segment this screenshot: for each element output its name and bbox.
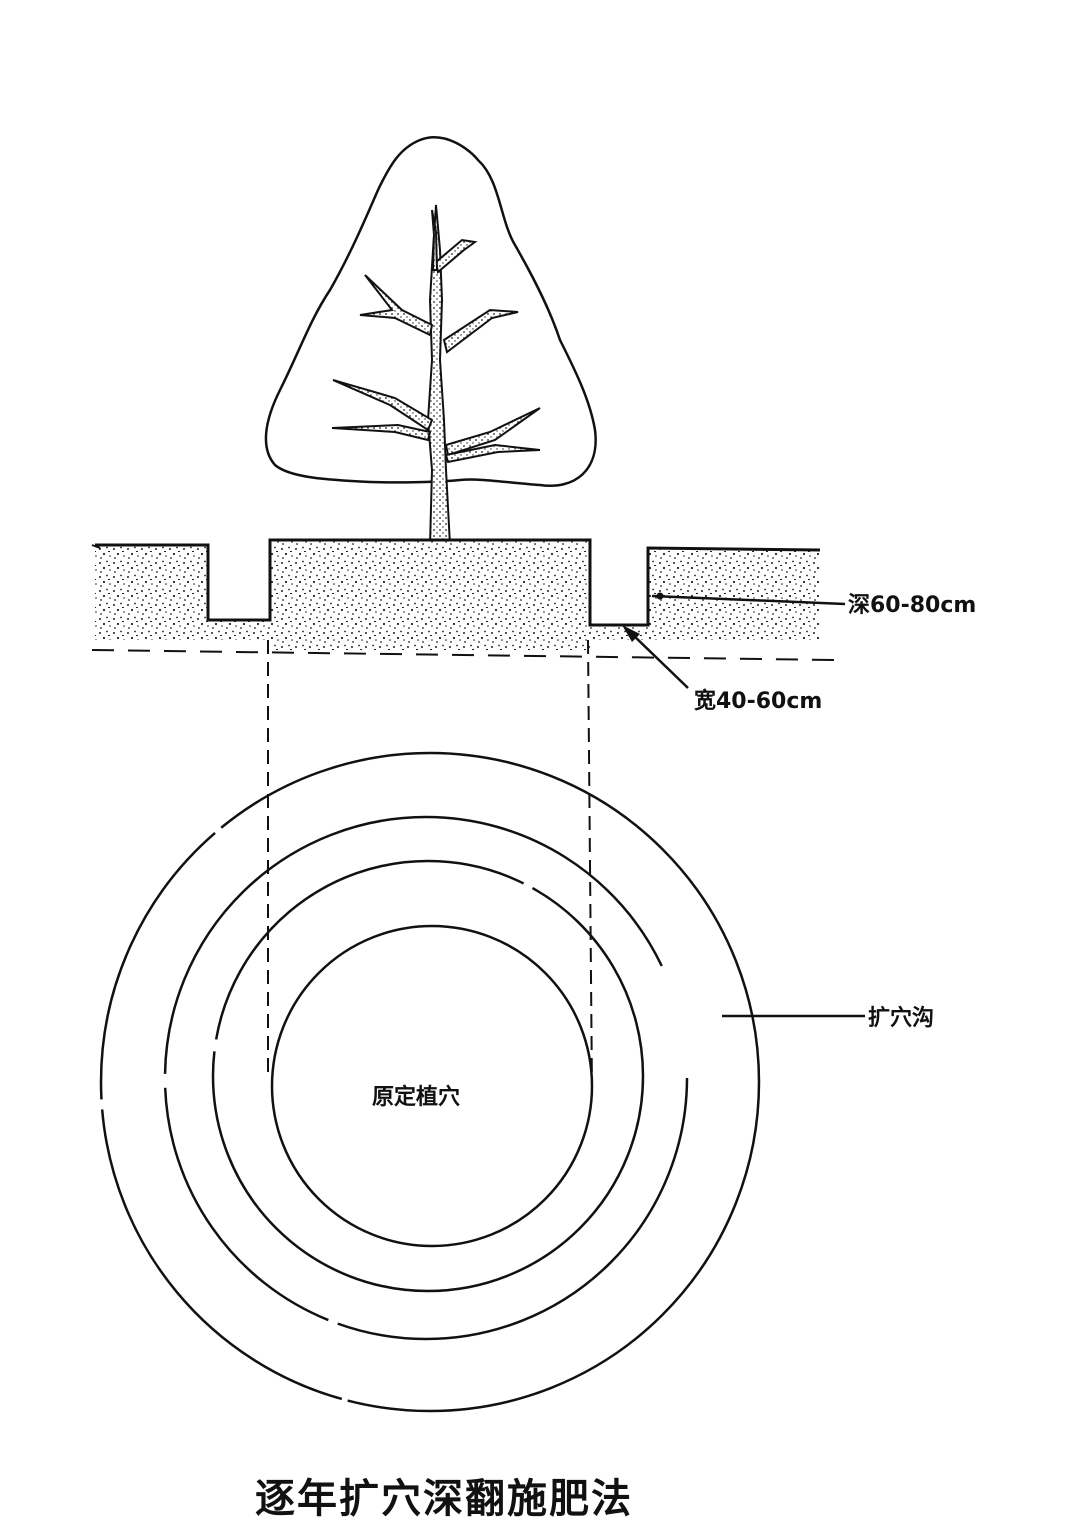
ring-third xyxy=(163,815,689,1341)
trench-rings xyxy=(99,751,761,1413)
width-leader xyxy=(622,625,689,689)
trench-label: 扩穴沟 xyxy=(868,1005,934,1031)
depth-leader xyxy=(651,592,846,606)
ring-second xyxy=(211,859,645,1293)
depth-label: 深60-80cm xyxy=(848,593,976,618)
soil-section xyxy=(91,538,821,650)
figure-title: 逐年扩穴深翻施肥法 xyxy=(255,1476,633,1522)
tree-trunk xyxy=(331,204,541,546)
projection-line-right xyxy=(587,639,593,1091)
original-hole-label: 原定植穴 xyxy=(372,1084,460,1110)
width-label: 宽40-60cm xyxy=(694,688,822,714)
ring-outer xyxy=(99,751,761,1413)
soil-depth-dashline xyxy=(91,649,836,661)
ring-inner xyxy=(270,924,594,1248)
